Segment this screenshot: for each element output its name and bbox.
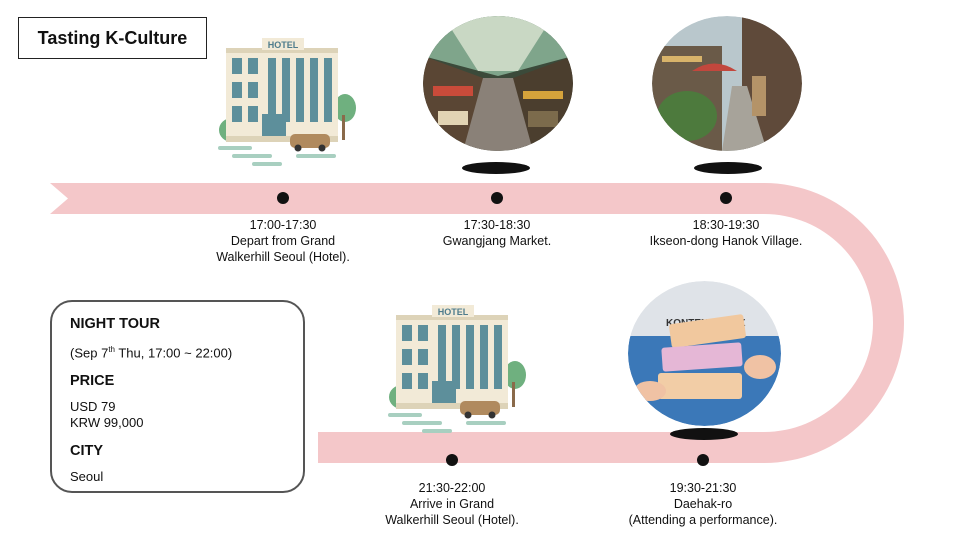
market-photo	[423, 16, 573, 151]
photo-shadow	[694, 162, 762, 174]
timeline-dot	[720, 192, 732, 204]
stop-line: Gwangjang Market.	[442, 234, 552, 248]
stop-label: 17:30-18:30 Gwangjang Market.	[392, 217, 602, 249]
stop-label: 18:30-19:30 Ikseon-dong Hanok Village.	[621, 217, 831, 249]
stop-line: Walkerhill Seoul (Hotel).	[216, 250, 350, 264]
hotel-sign: HOTEL	[268, 40, 299, 50]
stop-line: Arrive in Grand	[409, 497, 495, 511]
stop-time: 17:00-17:30	[249, 218, 317, 232]
tour-date: (Sep 7th Thu, 17:00 ~ 22:00)	[70, 345, 233, 361]
timeline-dot	[491, 192, 503, 204]
price-usd: USD 79	[70, 399, 116, 415]
price-heading: PRICE	[70, 373, 115, 390]
price-values: USD 79 KRW 99,000	[70, 399, 303, 431]
hotel-icon: HOTEL	[218, 38, 356, 166]
stop-line: (Attending a performance).	[628, 513, 778, 527]
stop-label: 17:00-17:30 Depart from Grand Walkerhill…	[178, 217, 388, 265]
timeline-dot	[697, 454, 709, 466]
night-tour-heading: NIGHT TOUR	[70, 316, 160, 332]
stop-line: Walkerhill Seoul (Hotel).	[385, 513, 519, 527]
performance-tickets-photo: KONTENTZ-BOX	[628, 281, 781, 426]
stop-line: Depart from Grand	[230, 234, 336, 248]
timeline-dot	[446, 454, 458, 466]
stop-line: Daehak-ro	[673, 497, 733, 511]
hanok-alley-photo	[652, 16, 802, 151]
hotel-icon: HOTEL	[388, 305, 526, 433]
stop-time: 21:30-22:00	[418, 481, 486, 495]
price-krw: KRW 99,000	[70, 415, 144, 431]
tour-info-panel: NIGHT TOUR (Sep 7th Thu, 17:00 ~ 22:00) …	[50, 300, 305, 493]
city-value: Seoul	[70, 469, 104, 485]
photo-shadow	[462, 162, 530, 174]
page-title: Tasting K-Culture	[18, 17, 207, 59]
stop-time: 17:30-18:30	[463, 218, 531, 232]
stop-time: 19:30-21:30	[669, 481, 737, 495]
hotel-sign: HOTEL	[438, 307, 469, 317]
stop-time: 18:30-19:30	[692, 218, 760, 232]
stop-line: Ikseon-dong Hanok Village.	[649, 234, 803, 248]
photo-shadow	[670, 428, 738, 440]
stop-label: 19:30-21:30 Daehak-ro (Attending a perfo…	[598, 480, 808, 528]
stop-label: 21:30-22:00 Arrive in Grand Walkerhill S…	[347, 480, 557, 528]
timeline-dot	[277, 192, 289, 204]
city-heading: CITY	[70, 443, 104, 460]
